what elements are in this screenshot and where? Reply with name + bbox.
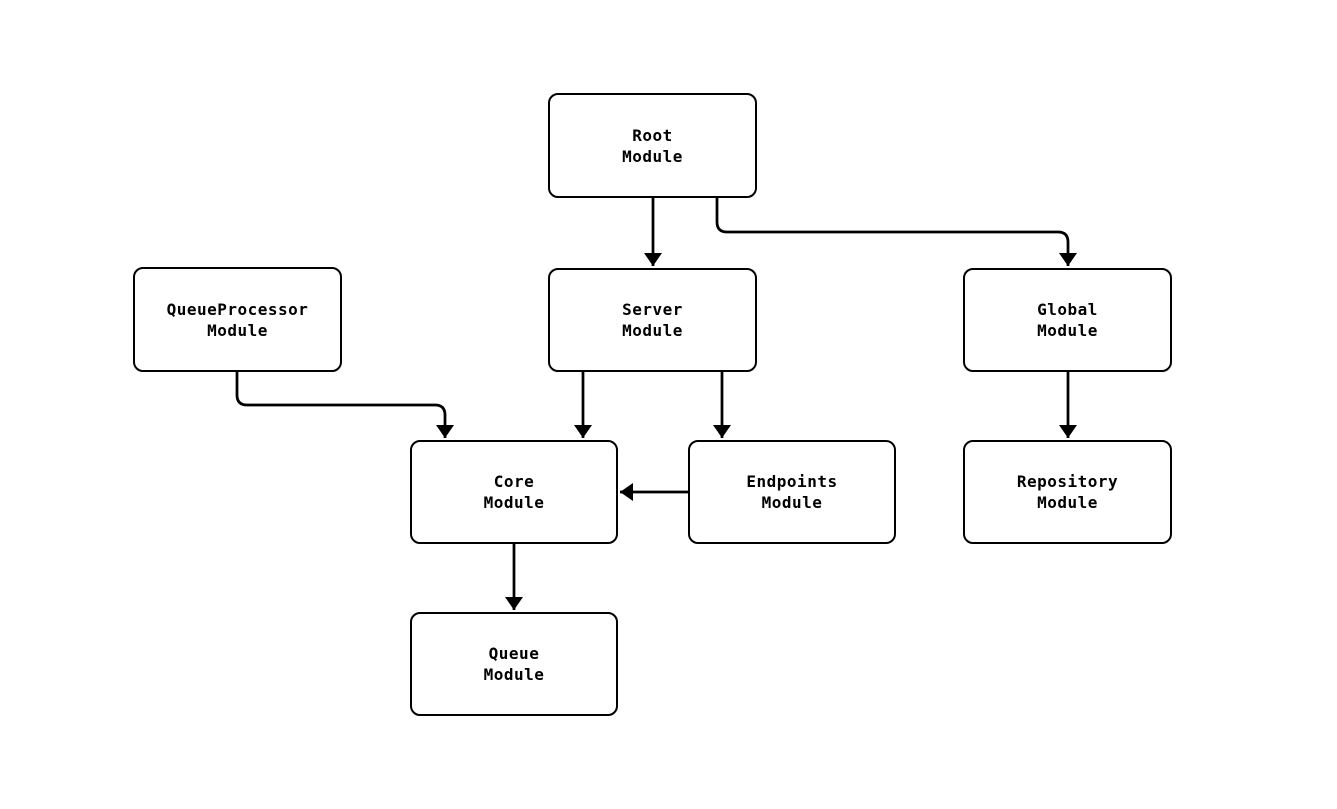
node-server-module: Server Module	[548, 268, 757, 372]
node-global-module-label: Global Module	[1037, 300, 1098, 340]
node-endpoints-module-label: Endpoints Module	[746, 472, 838, 512]
edge-root-to-global	[715, 198, 1077, 266]
node-global-module: Global Module	[963, 268, 1172, 372]
node-server-module-label: Server Module	[622, 300, 683, 340]
node-core-module-label: Core Module	[483, 472, 545, 512]
node-repository-module: Repository Module	[963, 440, 1172, 544]
node-root-module-label: Root Module	[622, 125, 683, 166]
node-queue-module-label: Queue Module	[483, 644, 545, 684]
node-endpoints-module: Endpoints Module	[688, 440, 896, 544]
node-core-module: Core Module	[410, 440, 618, 544]
node-queueprocessor-module: QueueProcessor Module	[133, 267, 342, 372]
node-queue-module: Queue Module	[410, 612, 618, 716]
node-repository-module-label: Repository Module	[1016, 472, 1119, 512]
node-queueprocessor-module-label: QueueProcessor Module	[166, 299, 309, 340]
edge-queueprocessor-to-core	[235, 372, 454, 438]
node-root-module: Root Module	[548, 93, 757, 198]
